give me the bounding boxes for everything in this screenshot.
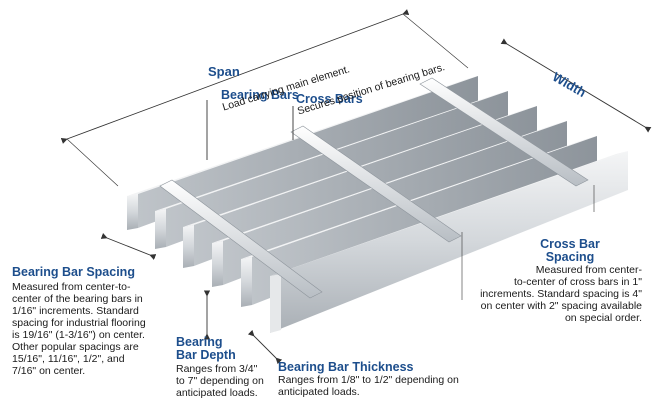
cross-bar-spacing-title: Cross Bar Spacing [540, 237, 600, 264]
bearing-bar-depth-title: Bearing Bar Depth [176, 335, 236, 362]
cross-bar-spacing-desc: Measured from center- to-center of cross… [480, 264, 642, 324]
span-dimension-line [60, 9, 410, 144]
bearing-bar-spacing-arrow [100, 233, 157, 260]
bearing-bar-spacing-desc: Measured from center-to- center of the b… [12, 281, 146, 377]
cross-bar-1 [159, 179, 323, 299]
bearing-bar-thickness-desc: Ranges from 1/8" to 1/2" depending on an… [278, 374, 459, 398]
bearing-bar-thickness-title: Bearing Bar Thickness [278, 360, 414, 374]
bearing-bar-spacing-title: Bearing Bar Spacing [12, 265, 135, 279]
cross-bars-title: Cross Bars [296, 92, 363, 106]
span-label: Span [208, 64, 240, 79]
bearing-bars-title: Bearing Bars [221, 88, 299, 102]
bearing-bar-thickness-arrow [247, 329, 283, 365]
bearing-bar-depth-desc: Ranges from 3/4" to 7" depending on anti… [176, 363, 264, 399]
width-dimension-line [500, 38, 652, 133]
dimension-lines [60, 9, 652, 365]
